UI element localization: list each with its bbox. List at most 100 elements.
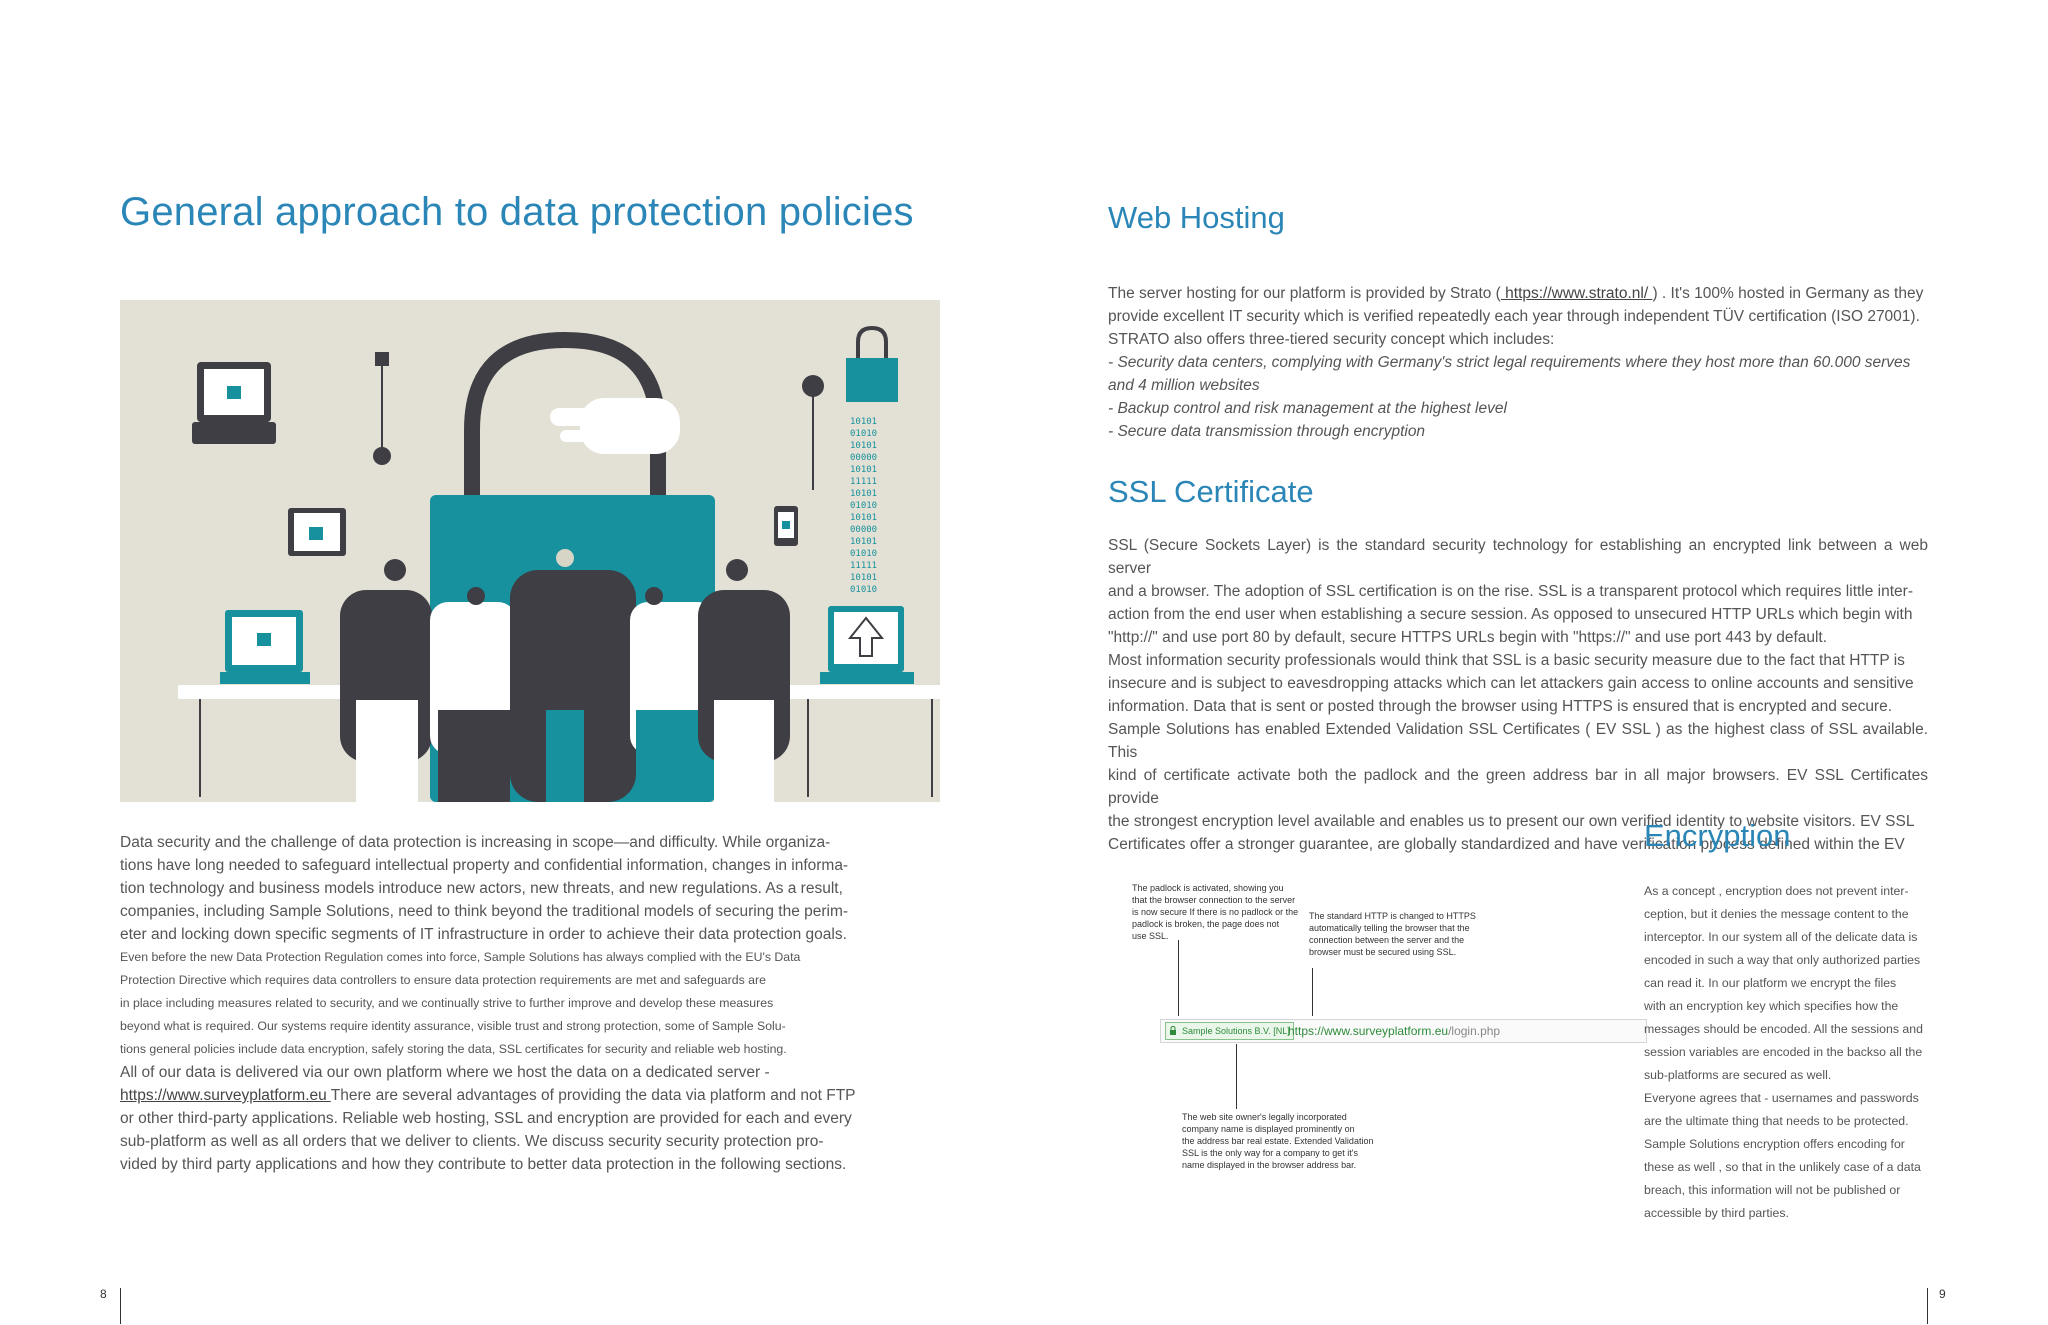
web-hosting-bullet: - Secure data transmission through encry…: [1108, 423, 1426, 440]
svg-text:10101: 10101: [850, 441, 877, 451]
ssl-line: Sample Solutions has enabled Extended Va…: [1108, 721, 1928, 761]
encryption-line: can read it. In our platform we encrypt …: [1644, 976, 1897, 990]
svg-text:11111: 11111: [850, 477, 877, 487]
left-body-line: sub-platform as well as all orders that …: [120, 1133, 824, 1150]
left-body-line: eter and locking down specific segments …: [120, 926, 847, 943]
caption-padlock-line: that the browser connection to the serve…: [1132, 895, 1296, 905]
left-body-line: companies, including Sample Solutions, n…: [120, 903, 849, 920]
web-hosting-line: provide excellent IT security which is v…: [1108, 308, 1920, 325]
surveyplatform-link[interactable]: https://www.surveyplatform.eu: [120, 1087, 331, 1104]
right-page-divider: [1927, 1288, 1928, 1324]
left-body-line: Even before the new Data Protection Regu…: [120, 950, 801, 964]
ssl-text: SSL (Secure Sockets Layer) is the standa…: [1108, 534, 1928, 856]
caption-https-line: browser must be secured using SSL.: [1309, 947, 1457, 957]
strato-link[interactable]: https://www.strato.nl/: [1500, 285, 1653, 302]
caption-padlock-line: The padlock is activated, showing you: [1132, 883, 1284, 893]
url-path: /login.php: [1448, 1024, 1501, 1038]
left-body-line: or other third-party applications. Relia…: [120, 1110, 852, 1127]
svg-text:10101: 10101: [850, 465, 877, 475]
pointer-line-padlock: [1178, 940, 1179, 1016]
address-url: https://www.surveyplatform.eu/login.php: [1288, 1020, 1500, 1042]
caption-owner-line: SSL is the only way for a company to get…: [1182, 1148, 1358, 1158]
svg-text:01010: 01010: [850, 429, 877, 439]
ev-company-badge: Sample Solutions B.V. [NL]: [1165, 1022, 1294, 1040]
right-page-number: 9: [1939, 1287, 1946, 1301]
caption-https-line: automatically telling the browser that t…: [1309, 923, 1470, 933]
svg-text:01010: 01010: [850, 549, 877, 559]
left-body-line: Data security and the challenge of data …: [120, 834, 831, 851]
web-hosting-title: Web Hosting: [1108, 200, 1285, 235]
svg-text:10101: 10101: [850, 573, 877, 583]
caption-owner-line: the address bar real estate. Extended Va…: [1182, 1136, 1374, 1146]
caption-padlock-line: padlock is broken, the page does not: [1132, 919, 1280, 929]
left-body-line: All of our data is delivered via our own…: [120, 1064, 770, 1081]
caption-padlock: The padlock is activated, showing you th…: [1132, 882, 1312, 942]
ssl-title: SSL Certificate: [1108, 474, 1314, 509]
caption-https-line: The standard HTTP is changed to HTTPS: [1309, 911, 1476, 921]
left-page-divider: [120, 1288, 121, 1324]
left-page-title: General approach to data protection poli…: [120, 190, 914, 234]
encryption-line: encoded in such a way that only authoriz…: [1644, 953, 1921, 967]
encryption-line: breach, this information will not be pub…: [1644, 1183, 1901, 1197]
left-body-line: tions have long needed to safeguard inte…: [120, 857, 849, 874]
svg-text:01010: 01010: [850, 501, 877, 511]
caption-padlock-line: is now secure If there is no padlock or …: [1132, 907, 1299, 917]
svg-text:00000: 00000: [850, 453, 877, 463]
ssl-line: SSL (Secure Sockets Layer) is the standa…: [1108, 537, 1928, 577]
caption-owner-line: name displayed in the browser address ba…: [1182, 1160, 1357, 1170]
ssl-line: "http://" and use port 80 by default, se…: [1108, 629, 1828, 646]
encryption-line: accessible by third parties.: [1644, 1206, 1789, 1220]
encryption-line: interceptor. In our system all of the de…: [1644, 930, 1918, 944]
web-hosting-line: STRATO also offers three-tiered security…: [1108, 331, 1555, 348]
security-illustration: 10101 01010 10101 00000 10101 11111 1010…: [120, 300, 940, 802]
left-body-text: Data security and the challenge of data …: [120, 831, 940, 1176]
pointer-line-https: [1312, 968, 1313, 1016]
encryption-line: are the ultimate thing that needs to be …: [1644, 1114, 1909, 1128]
encryption-line: As a concept , encryption does not preve…: [1644, 884, 1909, 898]
ssl-line: Most information security professionals …: [1108, 652, 1905, 669]
left-body-line: beyond what is required. Our systems req…: [120, 1019, 786, 1033]
caption-owner: The web site owner's legally incorporate…: [1182, 1111, 1382, 1171]
web-hosting-text: The server hosting for our platform is p…: [1108, 282, 1928, 443]
caption-owner-line: company name is displayed prominently on: [1182, 1124, 1355, 1134]
web-hosting-bullet: - Backup control and risk management at …: [1108, 400, 1507, 417]
caption-padlock-line: use SSL.: [1132, 931, 1169, 941]
svg-text:10101: 10101: [850, 489, 877, 499]
web-hosting-line: The server hosting for our platform is p…: [1108, 282, 1928, 305]
encryption-line: session variables are encoded in the bac…: [1644, 1045, 1923, 1059]
left-page-number: 8: [100, 1287, 107, 1301]
encryption-line: these as well , so that in the unlikely …: [1644, 1160, 1921, 1174]
ssl-line: Certificates offer a stronger guarantee,…: [1108, 836, 1905, 853]
encryption-title: Encryption: [1644, 818, 1791, 853]
svg-text:10101: 10101: [850, 513, 877, 523]
web-hosting-bullet: and 4 million websites: [1108, 377, 1260, 394]
encryption-line: Everyone agrees that - usernames and pas…: [1644, 1091, 1919, 1105]
url-main: https://www.surveyplatform.eu: [1288, 1024, 1449, 1038]
ev-label: Sample Solutions B.V. [NL]: [1182, 1026, 1290, 1036]
encryption-text: As a concept , encryption does not preve…: [1644, 880, 1928, 1225]
left-body-line: vided by third party applications and ho…: [120, 1156, 847, 1173]
svg-text:01010: 01010: [850, 585, 877, 595]
web-hosting-line1-pre: The server hosting for our platform is p…: [1108, 285, 1501, 302]
left-body-link-line: https://www.surveyplatform.eu There are …: [120, 1084, 940, 1107]
ssl-line: the strongest encryption level available…: [1108, 813, 1915, 830]
caption-owner-line: The web site owner's legally incorporate…: [1182, 1112, 1347, 1122]
encryption-line: sub-platforms are secured as well.: [1644, 1068, 1832, 1082]
svg-text:10101: 10101: [850, 537, 877, 547]
left-body-line: tions general policies include data encr…: [120, 1042, 787, 1056]
caption-https-line: connection between the server and the: [1309, 935, 1465, 945]
left-body-line: in place including measures related to s…: [120, 996, 774, 1010]
ssl-line: kind of certificate activate both the pa…: [1108, 767, 1928, 807]
left-body-line: Protection Directive which requires data…: [120, 973, 766, 987]
browser-address-bar: Sample Solutions B.V. [NL] https://www.s…: [1160, 1019, 1647, 1043]
encryption-line: messages should be encoded. All the sess…: [1644, 1022, 1923, 1036]
web-hosting-bullet: - Security data centers, complying with …: [1108, 354, 1911, 371]
ssl-line: insecure and is subject to eavesdropping…: [1108, 675, 1914, 692]
pointer-line-owner: [1236, 1044, 1237, 1109]
encryption-line: with an encryption key which specifies h…: [1644, 999, 1899, 1013]
left-body-line: tion technology and business models intr…: [120, 880, 843, 897]
svg-text:00000: 00000: [850, 525, 877, 535]
ssl-line: and a browser. The adoption of SSL certi…: [1108, 583, 1913, 600]
ssl-line: action from the end user when establishi…: [1108, 606, 1913, 623]
left-body-link-tail: There are several advantages of providin…: [330, 1087, 856, 1104]
